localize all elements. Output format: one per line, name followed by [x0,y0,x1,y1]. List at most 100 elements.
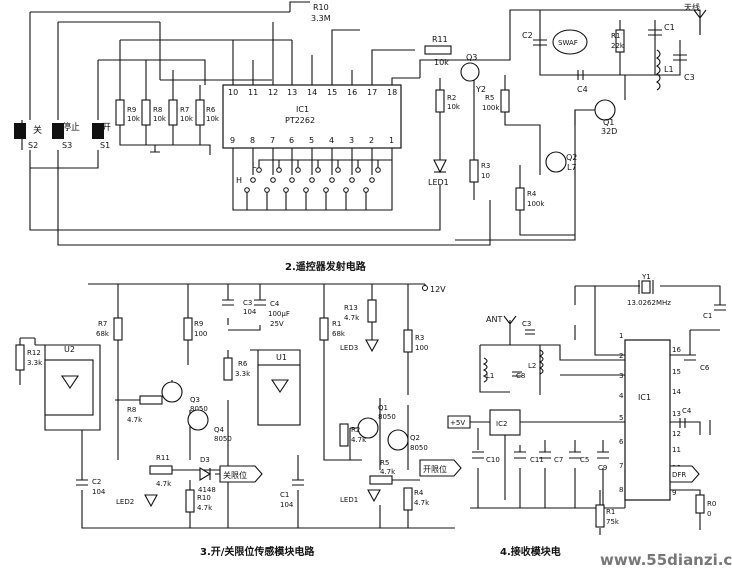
jumper-h-label: H [236,176,242,185]
saw-resonator: SWAF [552,29,588,55]
resistor-r11-sensor: R11 4.7k [149,454,173,488]
open-limit-output: 开限位 [419,459,462,477]
switch-s1-ref: S1 [100,141,110,150]
resistor-r5: R5 100k [482,89,510,113]
r10-sensor-ref: R10 [197,494,211,502]
rx-left-pin-7: 7 [619,462,623,470]
capacitor-c4-sensor: C4 100μF 25V [254,299,290,328]
inductor-l1-receiver: L1 [482,357,494,383]
resistor-r1-rf: R1 22k [611,29,625,53]
close-limit-output: 关限位 [219,465,263,483]
resistor-r8: R8 10k [141,99,167,126]
r3-sensor-value: 100 [415,344,428,352]
resistor-r8-sensor: R8 4.7k [127,395,163,424]
resistor-r3: R3 10 [469,159,490,183]
ic1-top-pin-16: 16 [347,88,357,97]
ic1-receiver: IC1 1 2 3 4 5 6 7 8 16 15 14 13 12 11 10… [619,332,681,501]
r0-ref: R0 [707,500,716,508]
capacitor-c10-receiver: C10 [472,451,500,464]
ic1-part: PT2262 [285,116,315,125]
r2-sensor-ref: R2 [351,426,360,434]
r7-value: 10k [180,115,194,123]
r8-ref: R8 [153,106,162,114]
ic1-top-pin-14: 14 [307,88,317,97]
u2-ref: U2 [64,345,75,354]
ic1-top-pin-15: 15 [327,88,337,97]
q1-ref: Q1 [603,118,614,127]
r7-sensor-ref: R7 [98,320,107,328]
c4-sensor-voltage: 25V [270,320,284,328]
sensor-caption: 3.开/关限位传感模块电路 [200,545,315,558]
r9-sensor-ref: R9 [194,320,203,328]
resistor-r10: R10 3.3M [311,3,331,23]
capacitor-c8-receiver: C8 [512,371,525,380]
switch-s2: 关 S2 [14,120,42,150]
ic1-bottom-pin-4: 4 [329,136,334,145]
inductor-l2-receiver: L2 [528,349,544,375]
r1-sensor-value: 68k [332,330,346,338]
jumper-l-label: L [252,161,257,170]
c4-sensor-ref: C4 [270,300,280,308]
r9-ref: R9 [127,106,136,114]
switch-s1: 开 S1 [92,122,111,150]
r2-sensor-value: 4.7k [351,436,367,444]
rx-right-pin-9: 9 [672,489,676,497]
ic1-ref: IC1 [296,105,309,114]
ic1-bottom-pin-6: 6 [289,136,294,145]
r1-sensor-ref: R1 [332,320,341,328]
led3-sensor: LED3 [340,339,379,353]
vcc-12v: 12V [422,285,446,294]
close-limit-label: 关限位 [223,470,247,480]
rx-left-pin-6: 6 [619,438,624,446]
c3-sensor-value: 104 [243,308,257,316]
capacitor-c5-receiver: C5 [569,451,589,464]
led1-sensor: LED1 [340,489,381,504]
led1-transmitter: LED1 [428,159,449,187]
r1-receiver-value: 75k [606,518,620,526]
capacitor-c2-rf: C2 [522,31,547,46]
crystal-y1: Y1 13.0262MHz [627,273,671,307]
address-jumper-matrix: H L [236,159,392,210]
c1-sensor-ref: C1 [280,491,289,499]
capacitor-c3-rf: C3 [673,54,695,82]
capacitor-c9-receiver: C9 [597,451,609,472]
c2-sensor-value: 104 [92,488,106,496]
c8-receiver-ref: C8 [516,372,525,380]
led1-sensor-ref: LED1 [340,496,358,504]
r11-sensor-ref: R11 [156,454,170,462]
resistor-r9-sensor: R9 100 [183,317,207,341]
rx-left-pin-5: 5 [619,414,623,422]
u1-ref: U1 [276,353,287,362]
r3-ref: R3 [481,162,490,170]
resistor-r2-sensor: R2 4.7k [339,423,367,447]
r1-receiver-ref: R1 [606,508,615,516]
q1-sensor-part: 8050 [378,413,396,421]
r11-value: 10k [434,58,449,67]
ic1-top-pin-18: 18 [387,88,397,97]
c6-receiver-ref: C6 [700,364,710,372]
r6-value: 10k [206,115,220,123]
ic1-top-pin-11: 11 [248,88,258,97]
switch-s2-ref: S2 [28,141,38,150]
capacitor-c2-sensor: C2 104 [76,478,106,496]
y2-ref: Y2 [475,85,486,94]
q2-sensor-ref: Q2 [410,434,420,442]
r3-sensor-ref: R3 [415,334,424,342]
resistor-r5-sensor: R5 4.7k [369,459,396,485]
r10-ref: R10 [313,3,329,12]
resistor-r10-sensor: R10 4.7k [185,489,213,513]
r1-ref: R1 [611,32,620,40]
transistor-q3-sensor: Q3 8050 [161,381,208,413]
rx-left-pin-1: 1 [619,332,623,340]
ic1-bottom-pin-3: 3 [349,136,354,145]
rx-left-pin-8: 8 [619,486,623,494]
r0-value: 0 [707,510,711,518]
capacitor-c7-receiver: C7 [539,451,563,464]
ic1-top-pin-13: 13 [287,88,297,97]
resistor-r1-receiver: R1 75k [595,504,620,528]
c2-ref: C2 [522,31,533,40]
q4-sensor-part: 8050 [214,435,232,443]
led2-sensor: LED2 [116,494,158,508]
resistor-r9: R9 10k [115,99,141,126]
resistor-r12-sensor: R12 3.3k [15,344,43,371]
